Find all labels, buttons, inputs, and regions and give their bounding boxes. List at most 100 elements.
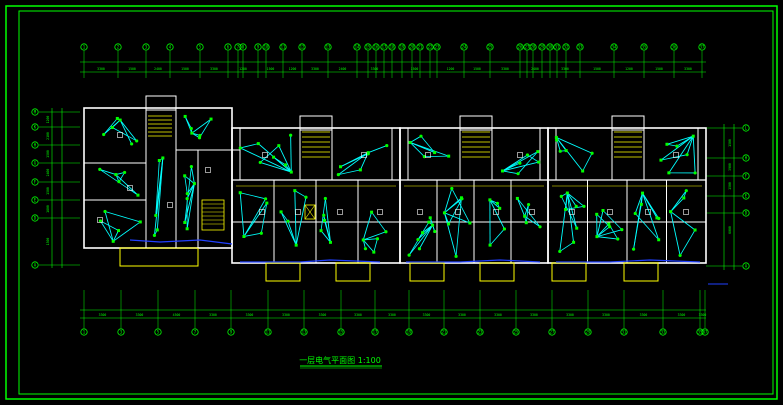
room-label-box: [295, 209, 301, 215]
circuit-wire: [679, 229, 696, 256]
socket-symbol: [665, 142, 669, 146]
top-axis-bubble: 3: [142, 43, 150, 51]
bottom-axis-bubble-label: 21: [442, 330, 447, 335]
top-axis-bubble-circle: [408, 43, 416, 51]
top-axis-bubble-label: 4: [169, 45, 172, 50]
top-axis-bubble-circle: [372, 43, 380, 51]
socket-symbol: [498, 206, 502, 210]
socket-symbol: [554, 135, 558, 139]
socket-symbol: [595, 235, 599, 239]
light-fixture-symbol: [185, 197, 189, 201]
circuit-wire: [118, 172, 125, 182]
circuit-wire: [582, 153, 593, 172]
light-fixture-symbol: [385, 143, 389, 148]
circuit-wire: [373, 238, 378, 253]
top-axis-bubble: 37: [698, 43, 706, 51]
circuit-wire: [666, 143, 677, 147]
circuit-wire: [566, 192, 577, 207]
right-axis-bubble-label: F: [745, 174, 748, 179]
circuit-wire: [371, 211, 387, 232]
top-axis-bubble-circle: [262, 43, 270, 51]
top-axis-bubble-circle: [486, 43, 494, 51]
circuit-wire: [566, 192, 575, 243]
top-axis-bubble-label: 23: [435, 45, 440, 50]
bottom-axis-bubble: 31: [620, 328, 628, 336]
top-axis-bubble-circle: [353, 43, 361, 51]
light-fixture-symbol: [416, 237, 420, 242]
drawing-title-text: 一层电气平面图 1:100: [299, 355, 381, 365]
circuit-wire: [155, 160, 160, 216]
socket-symbol: [370, 210, 374, 214]
socket-symbol: [238, 191, 242, 195]
light-fixture-symbol: [590, 151, 594, 155]
top-dim-text: 1500: [411, 67, 419, 71]
top-axis-bubble: 1: [80, 43, 88, 51]
bottom-axis-bubble-circle: [476, 328, 484, 336]
socket-symbol: [277, 144, 281, 148]
light-fixture-symbol: [558, 149, 562, 153]
socket-symbol: [279, 210, 283, 214]
bottom-axis-bubble: 7: [191, 328, 199, 336]
light-fixture-symbol: [185, 192, 189, 196]
label-layer: 卧室卧室客厅厨房卫餐厅阳台卧室卧室客厅厨房卫阳台卧室卧室客厅厨房卫阳台卧室卧室客…: [97, 132, 689, 223]
circuit-wire: [190, 166, 195, 184]
light-fixture-symbol: [675, 144, 679, 148]
top-axis-bubble: 7: [234, 43, 242, 51]
light-fixture-symbol: [283, 163, 288, 167]
bottom-axis-bubble-circle: [337, 328, 345, 336]
circuit-wire: [184, 116, 192, 129]
top-axis-bubble-label: 7: [237, 45, 240, 50]
top-dim-text: 2400: [531, 67, 539, 71]
circuit-wire: [670, 190, 687, 212]
top-axis-bubble-label: 8: [242, 45, 245, 50]
room-label-box: [425, 152, 431, 158]
top-axis-bubble-label: 30: [548, 45, 553, 50]
light-fixture-symbol: [518, 161, 522, 165]
circuit-wire: [489, 199, 501, 209]
socket-symbol: [115, 116, 119, 120]
bottom-dim-text: 3300: [319, 313, 327, 317]
left-axis-bubble-label: H: [34, 143, 37, 148]
bottom-axis-bubble-label: 35: [698, 330, 703, 335]
socket-symbol: [111, 239, 115, 243]
socket-symbol: [669, 210, 673, 214]
circuit-wire: [240, 147, 292, 173]
circuit-wire: [444, 212, 471, 224]
top-axis-bubble-label: 18: [390, 45, 395, 50]
left-dim-text: 1500: [46, 187, 50, 195]
top-dim-text: 1500: [593, 67, 601, 71]
bottom-axis-bubble: 13: [300, 328, 308, 336]
circuit-wire: [295, 197, 307, 246]
circuit-wire: [156, 157, 164, 230]
top-axis-bubble-circle: [426, 43, 434, 51]
circuit-wire: [362, 212, 373, 241]
light-fixture-symbol: [238, 146, 242, 150]
bottom-axis-bubble: 5: [154, 328, 162, 336]
right-axis-bubble: H: [742, 154, 750, 162]
bottom-axis-bubble-circle: [117, 328, 125, 336]
circuit-wire: [243, 198, 266, 237]
circuit-wire: [260, 203, 268, 234]
bottom-axis-bubble: 15: [337, 328, 345, 336]
light-fixture-symbol: [154, 213, 158, 218]
socket-symbol: [372, 250, 376, 254]
socket-symbol: [190, 131, 194, 135]
left-axis-bubble-circle: [31, 261, 39, 269]
socket-symbol: [655, 216, 659, 220]
light-fixture-symbol: [419, 134, 423, 138]
unit-balcony: [265, 262, 301, 282]
left-axis-bubble-circle: [31, 159, 39, 167]
light-fixture-symbol: [103, 209, 107, 214]
top-axis-bubble-label: 11: [281, 45, 286, 50]
wall-layer: [83, 95, 707, 282]
top-axis-bubble-label: 20: [410, 45, 415, 50]
light-fixture-symbol: [422, 154, 426, 159]
bottom-dim-text: 3300: [209, 313, 217, 317]
right-axis-bubble: D: [742, 209, 750, 217]
top-axis-bubble-label: 15: [366, 45, 371, 50]
light-fixture-symbol: [259, 231, 263, 235]
circuit-wire: [243, 202, 268, 237]
socket-symbol: [192, 182, 196, 186]
light-fixture-symbol: [620, 228, 624, 232]
unit-stair-head: [299, 115, 333, 131]
